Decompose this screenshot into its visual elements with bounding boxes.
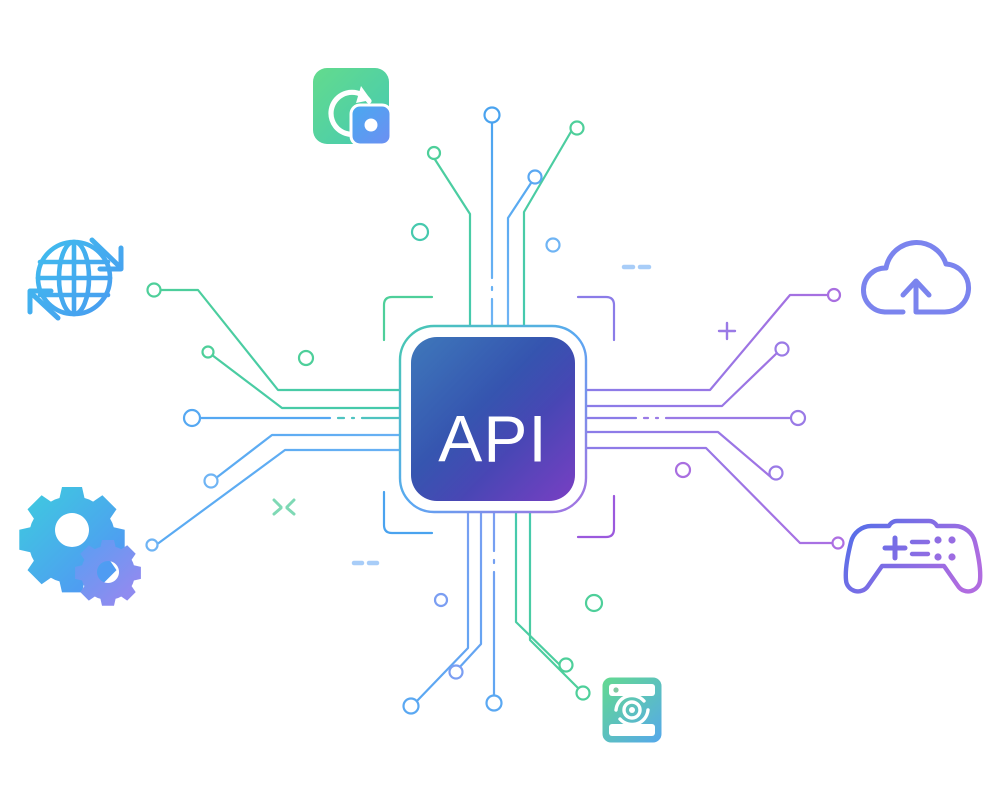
trace-right-purple-1 [582,293,830,392]
x-mark-left-decoration [272,498,296,516]
cloud-outline [861,240,972,315]
trace-left-blue-2 [154,448,404,547]
bracket-top-right [576,295,616,342]
trace-bot-green-2 [528,510,582,692]
trace-right-purple-3 [582,430,774,480]
trace-left-green-1 [158,288,404,392]
trace-top-blue-2 [506,178,535,332]
media-icon-top-bar-dot [613,687,619,693]
trace-top-green-2 [522,128,574,332]
cloud-upload-arrow-head [900,278,932,298]
trace-bot-blue-1 [413,510,470,705]
trace-right-purple-4 [582,446,834,545]
gamepad-menu-lines [909,539,931,557]
bracket-bottom-left [382,490,434,535]
trace-top-green-1 [432,156,472,332]
gamepad-outline [843,518,983,594]
api-chip-sheen [411,337,575,501]
trace-bot-blue-2 [456,510,483,671]
trace-left-green-2 [210,353,404,410]
camera-lens-glyph [614,693,650,727]
refresh-arrow-head [356,86,371,103]
trace-bot-green-1 [514,510,565,670]
trace-node [145,106,845,715]
gear-small [75,540,141,606]
trace-left-blue-1 [214,433,404,480]
trace-right-purple-2 [582,350,780,408]
media-icon-top-bar [609,684,655,696]
bracket-bottom-right [576,494,616,539]
media-icon-bottom-bar [609,724,655,736]
sync-icon-badge-dot [364,118,378,132]
plus-mark-right-decoration [717,321,737,341]
globe-arrow-down-right [89,237,124,272]
bracket-top-left [382,295,434,342]
camera-lens-center [629,707,635,713]
api-chip-label: API [438,401,547,475]
globe-arrow-up-left [27,288,61,321]
gamepad-dpad [882,535,908,561]
gamepad-buttons [934,536,956,561]
